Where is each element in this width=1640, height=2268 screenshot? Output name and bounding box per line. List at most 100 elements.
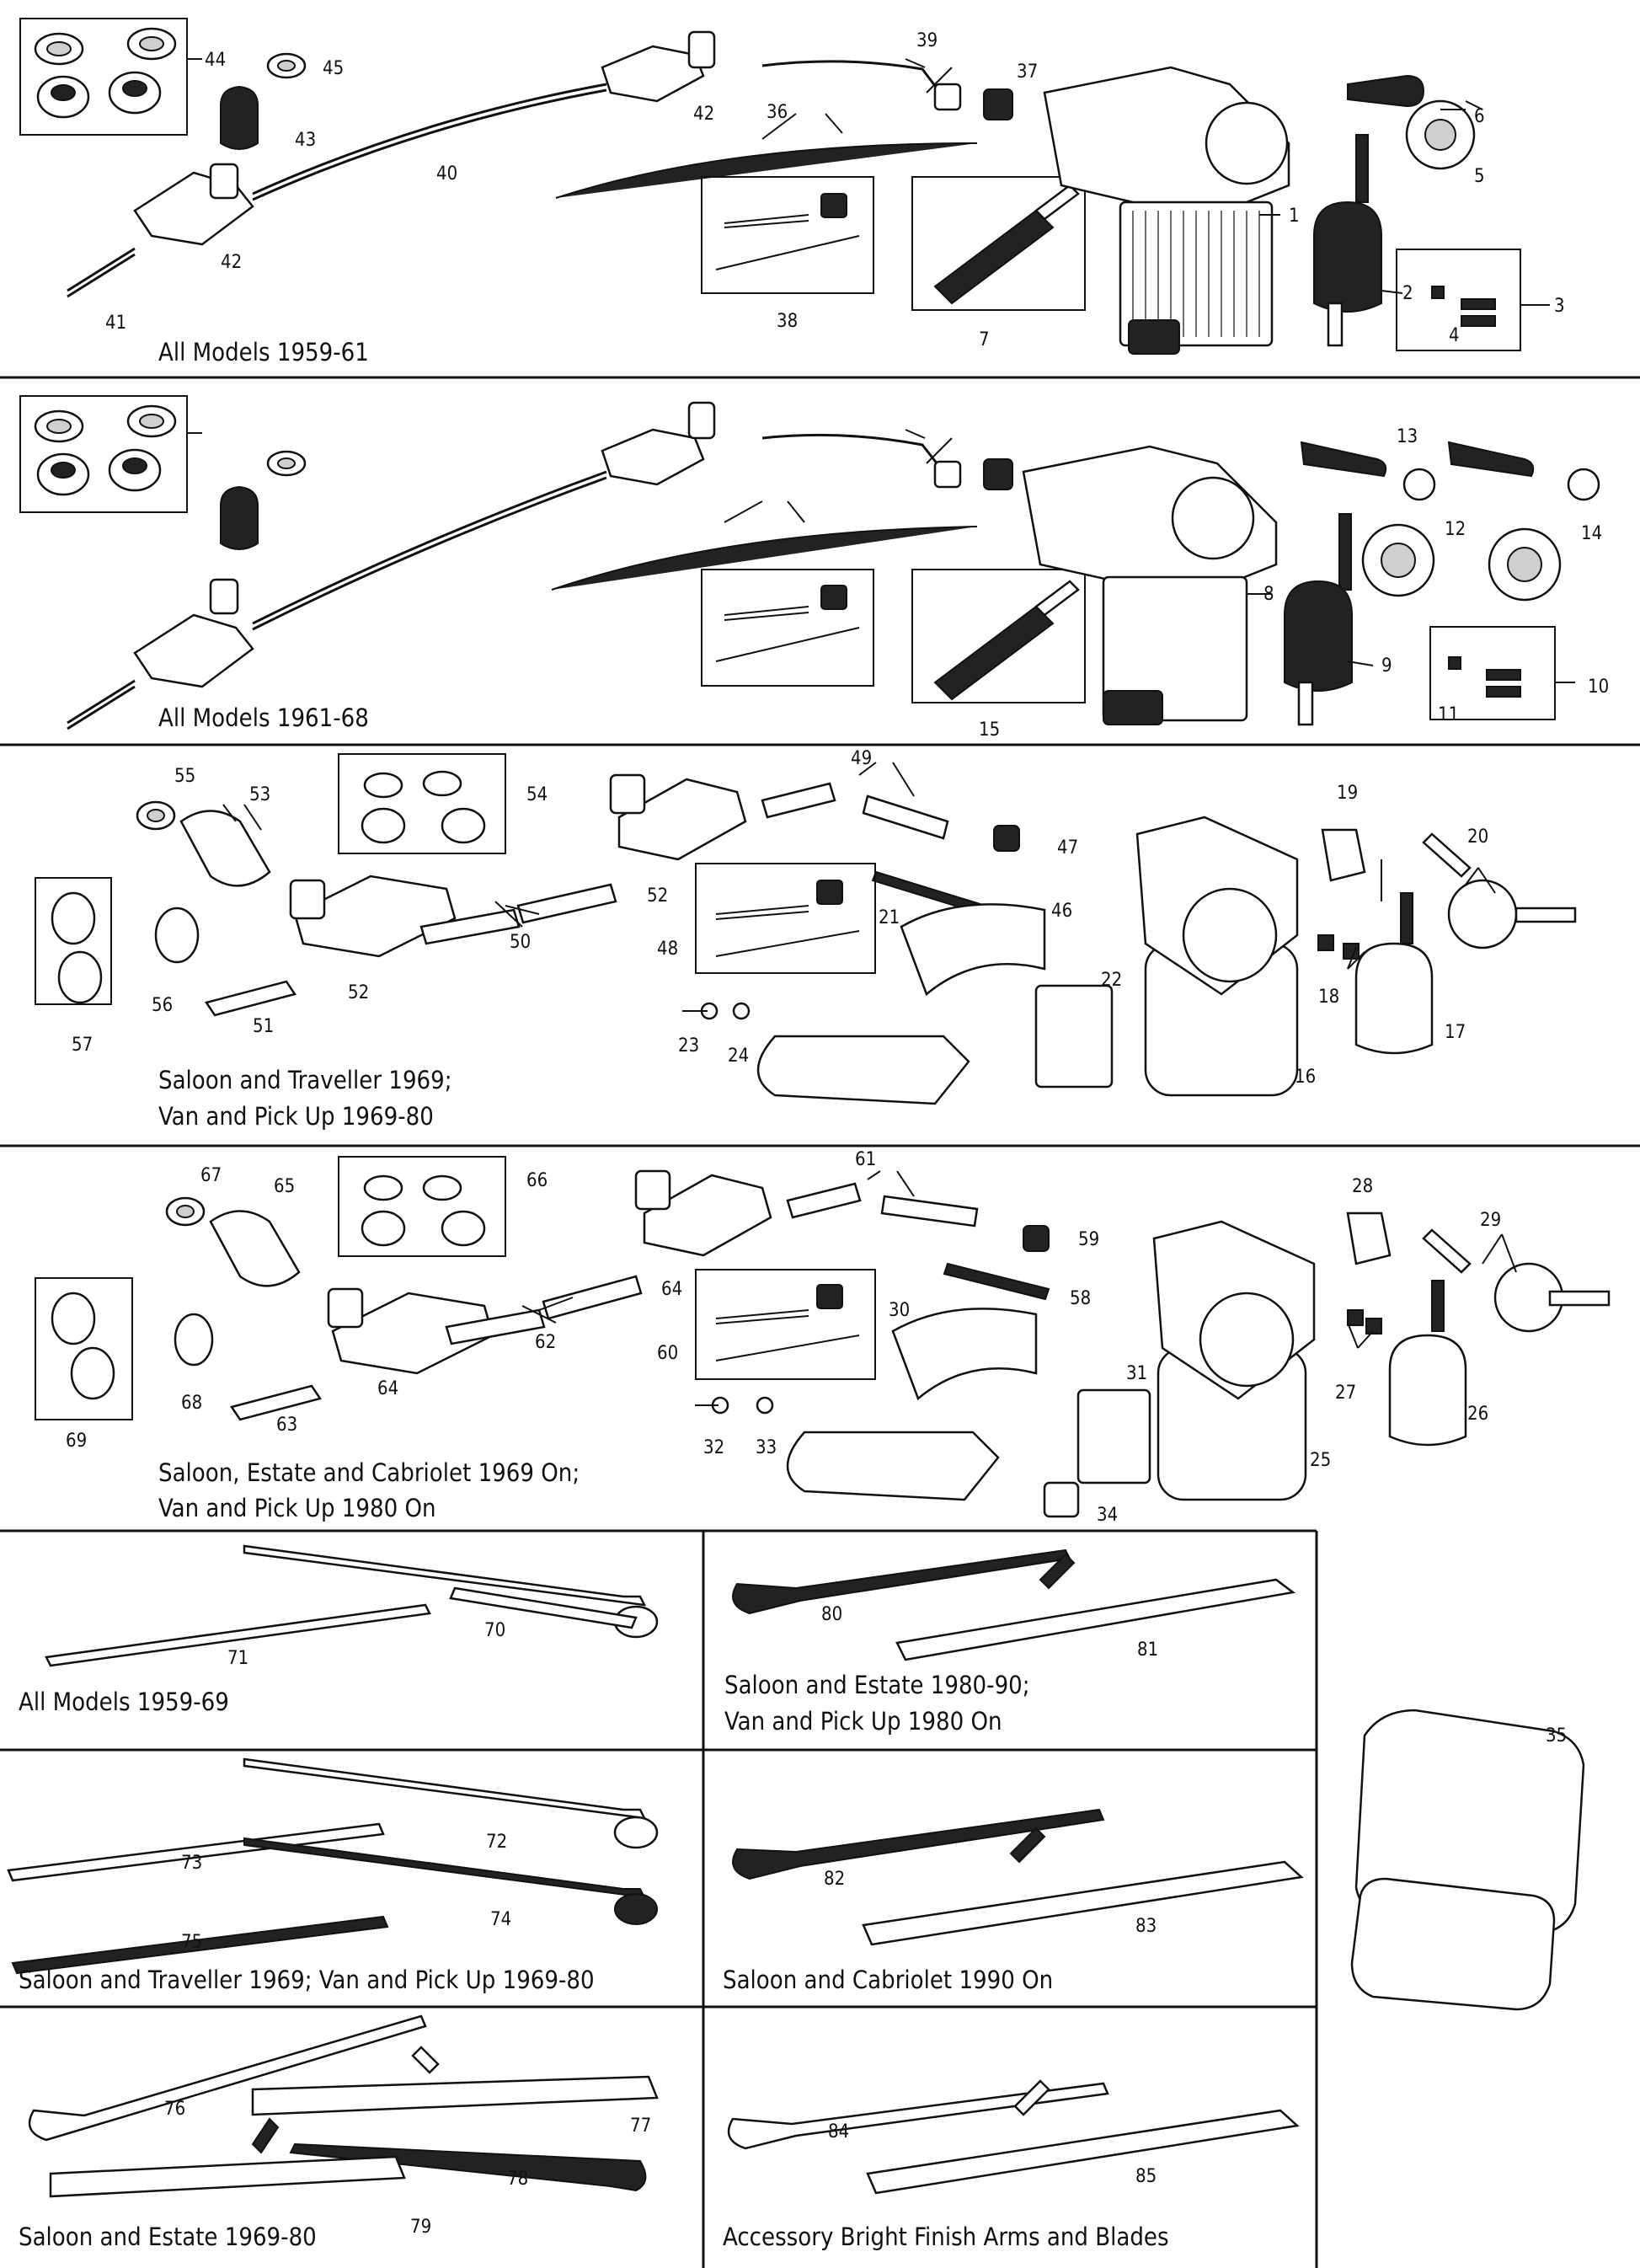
part-label: 47 — [1057, 837, 1078, 859]
part-label: 10 — [1588, 677, 1609, 698]
part-label: 49 — [851, 748, 872, 769]
part-label: 9 — [1381, 655, 1392, 677]
part-label: 29 — [1480, 1210, 1501, 1231]
part-label: 51 — [253, 1016, 274, 1037]
section-1969-80 — [35, 753, 1577, 1105]
grommet-kit-box — [19, 18, 188, 136]
section-1969-on — [35, 1156, 1611, 1518]
part-label: 52 — [348, 982, 369, 1003]
part-label: 12 — [1445, 519, 1466, 540]
part-label: 46 — [1051, 901, 1072, 922]
part-label: 28 — [1352, 1176, 1373, 1197]
part-label: 31 — [1126, 1363, 1147, 1384]
part-label: 23 — [678, 1035, 699, 1056]
part-label: 24 — [728, 1046, 749, 1067]
part-label: 74 — [490, 1909, 511, 1930]
caption-arms-1990: Saloon and Cabriolet 1990 On — [723, 1966, 1053, 1994]
caption-arms-estate-1969-80: Saloon and Estate 1969-80 — [19, 2223, 317, 2251]
part-label: 4 — [1449, 325, 1460, 346]
part-label: 71 — [227, 1648, 248, 1669]
part-label: 34 — [1097, 1505, 1118, 1526]
part-label: 80 — [821, 1604, 842, 1625]
part-label: 64 — [661, 1279, 682, 1300]
part-label: 42 — [221, 252, 242, 273]
part-label: 15 — [979, 719, 1000, 741]
part-label: 75 — [181, 1932, 202, 1953]
part-label: 7 — [979, 329, 990, 350]
part-label: 79 — [410, 2217, 431, 2238]
panel-saloon-traveller-1969 — [7, 1757, 659, 1975]
part-label: 2 — [1402, 283, 1413, 304]
part-label: 18 — [1318, 987, 1339, 1008]
part-label: 84 — [828, 2121, 849, 2142]
part-label: 1 — [1289, 206, 1300, 227]
part-label: 54 — [526, 784, 548, 805]
part-label: 48 — [657, 939, 678, 960]
caption-1969-l1: Saloon and Traveller 1969; — [158, 1066, 452, 1094]
part-label: 40 — [436, 163, 457, 185]
section-1961-68 — [19, 395, 1600, 730]
part-label: 57 — [72, 1035, 93, 1056]
caption-accessory: Accessory Bright Finish Arms and Blades — [723, 2223, 1169, 2251]
part-label: 68 — [181, 1393, 202, 1414]
part-label: 42 — [693, 104, 714, 125]
brush-kit-box — [1396, 249, 1521, 351]
captions: All Models 1959-61 All Models 1961-68 Sa… — [19, 338, 1169, 2251]
part-label: 22 — [1101, 970, 1122, 991]
part-label: 56 — [152, 995, 173, 1016]
caption-1969-l2: Van and Pick Up 1969-80 — [158, 1102, 434, 1131]
part-label: 21 — [879, 907, 900, 928]
part-label: 43 — [295, 130, 316, 151]
part-label: 64 — [377, 1378, 398, 1399]
part-label: 5 — [1474, 166, 1485, 187]
part-label: 6 — [1474, 106, 1485, 127]
leader-lines — [222, 58, 1575, 1349]
part-label: 11 — [1438, 704, 1459, 725]
part-label: 38 — [777, 311, 798, 332]
part-label: 59 — [1078, 1229, 1099, 1250]
part-label: 35 — [1546, 1725, 1567, 1746]
caption-arms-1959-69: All Models 1959-69 — [19, 1688, 229, 1716]
caption-1969-on-l2: Van and Pick Up 1980 On — [158, 1494, 436, 1522]
part-label: 26 — [1467, 1404, 1488, 1425]
part-label: 32 — [703, 1437, 724, 1458]
part-label: 69 — [66, 1431, 87, 1452]
part-label: 83 — [1135, 1916, 1157, 1937]
panel-saloon-estate-1980-90 — [732, 1549, 1296, 1661]
cover-35 — [1350, 1709, 1585, 2011]
part-label: 16 — [1295, 1067, 1316, 1088]
cable-end-box — [911, 176, 1086, 311]
part-label: 27 — [1335, 1383, 1356, 1404]
part-label: 14 — [1581, 523, 1602, 544]
part-label: 55 — [174, 766, 195, 787]
part-label: 36 — [767, 102, 788, 123]
part-label: 41 — [105, 313, 126, 334]
part-label: 37 — [1017, 62, 1038, 83]
part-label: 72 — [486, 1832, 507, 1853]
section-1959-61 — [19, 18, 1521, 355]
part-label: 13 — [1397, 426, 1418, 447]
part-label: 67 — [200, 1165, 222, 1186]
part-label: 81 — [1137, 1639, 1158, 1661]
part-label: 61 — [855, 1149, 876, 1170]
part-label: 65 — [274, 1176, 295, 1197]
part-label: 30 — [889, 1300, 910, 1321]
part-label: 82 — [824, 1869, 845, 1890]
part-label: 63 — [276, 1415, 297, 1436]
cable-rack-box — [701, 176, 874, 294]
part-label: 3 — [1554, 296, 1565, 317]
part-label: 25 — [1310, 1450, 1331, 1471]
part-label: 77 — [630, 2116, 651, 2137]
part-label: 66 — [526, 1170, 548, 1191]
part-label: 70 — [484, 1620, 505, 1641]
part-label: 78 — [507, 2169, 528, 2190]
caption-1959-61: All Models 1959-61 — [158, 338, 369, 366]
part-label: 33 — [756, 1437, 777, 1458]
part-label: 76 — [164, 2099, 185, 2120]
part-label: 50 — [510, 932, 531, 953]
part-label: 20 — [1467, 826, 1488, 848]
part-label: 60 — [657, 1343, 678, 1364]
caption-arms-1980-90-l2: Van and Pick Up 1980 On — [724, 1707, 1002, 1736]
part-label: 73 — [181, 1853, 202, 1874]
